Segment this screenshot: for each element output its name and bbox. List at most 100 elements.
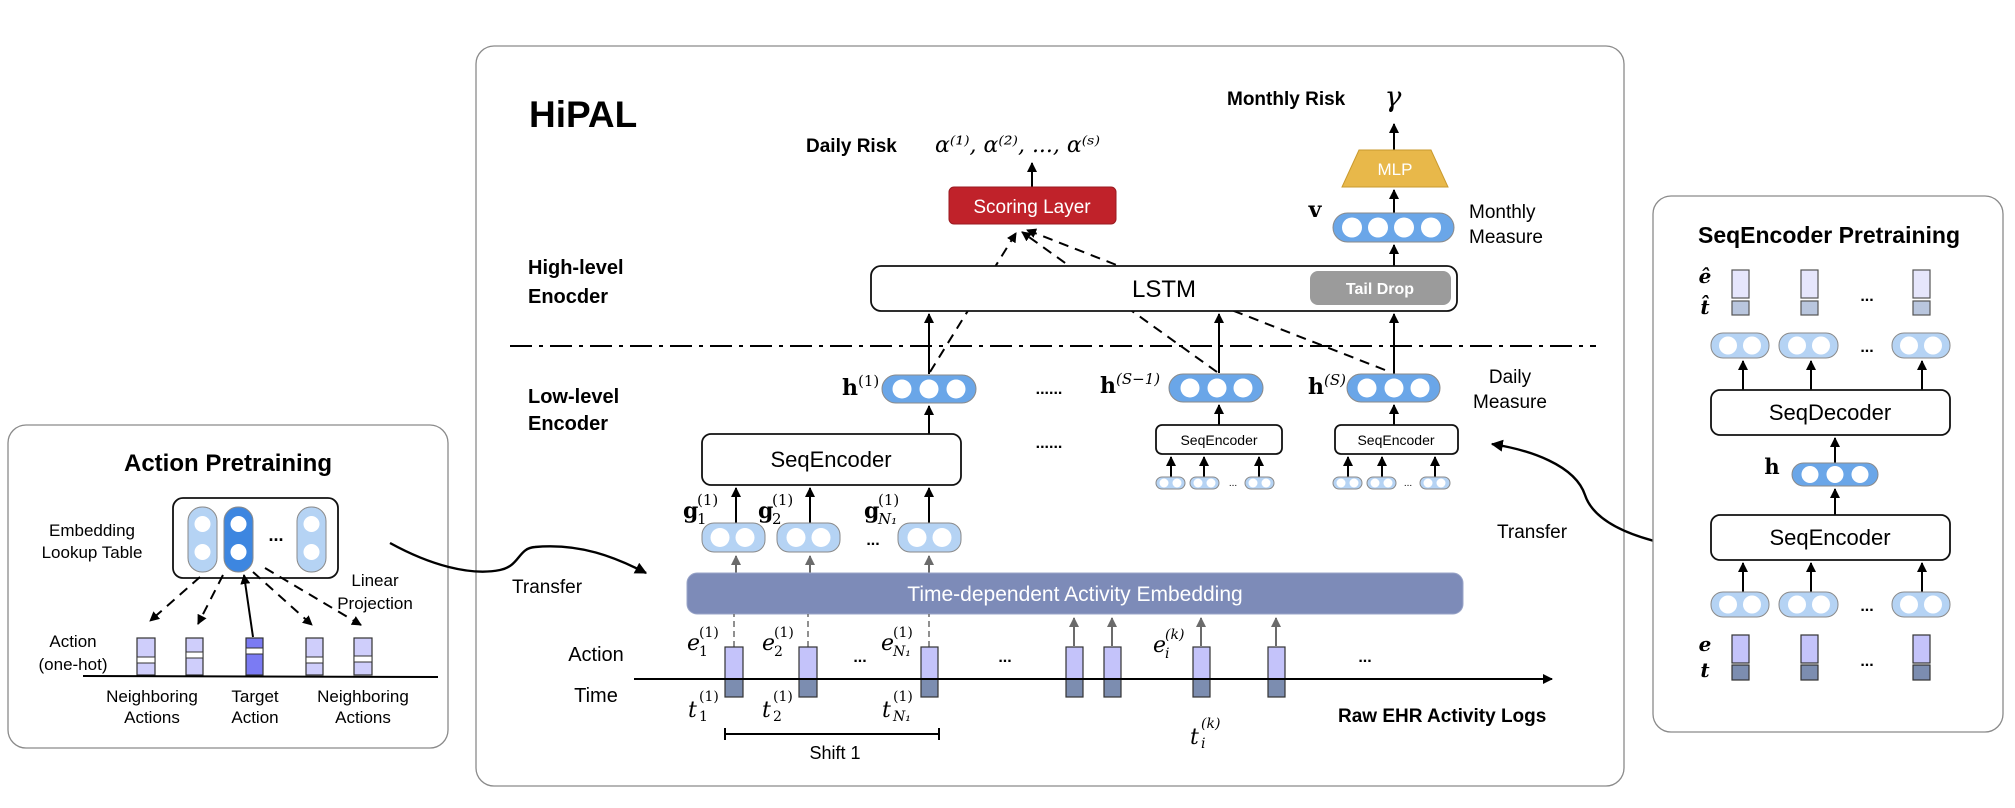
neighboring-actions-left-line2: Actions [124,708,180,727]
projection-arrow [149,576,201,622]
svg-text:i: i [1201,736,1205,752]
attention-line-h1 [929,232,1017,373]
event-bar [1103,646,1122,698]
embedding-column-target [223,506,254,573]
event-bar [724,646,744,698]
svg-text:...: ... [1404,478,1412,489]
event-bar [920,646,939,698]
tN-label: t (1) N₁ [882,689,913,725]
svg-text:t: t [762,698,771,723]
svg-text:(1): (1) [772,491,793,509]
v-label: v [1308,197,1323,223]
daily-risk-alphas: α⁽¹⁾, α⁽²⁾, ..., α⁽ˢ⁾ [935,133,1100,158]
event-ellipsis: ... [853,649,866,666]
embedding-column [187,506,218,573]
e-hat-label: ê [1699,264,1712,288]
daily-risk-label: Daily Risk [806,136,897,157]
seqencoder-pretraining-panel: SeqEncoder Pretraining ê t̂ ... ... SeqD… [1652,195,2004,733]
input-bar [1731,634,1750,681]
scoring-layer-box [948,186,1117,225]
mlp-label: MLP [1378,160,1413,179]
hipal-title: HiPAL [529,94,637,135]
g-ellipsis: ... [866,532,879,549]
monthly-measure-line2: Measure [1469,227,1543,248]
svg-text:N₁: N₁ [892,709,911,725]
g1-vector [701,522,766,553]
shift-label: Shift 1 [809,743,860,763]
neighboring-actions-left-line1: Neighboring [106,687,198,706]
raw-ehr-logs-label: Raw EHR Activity Logs [1338,706,1546,727]
seqencoder-small-label: SeqEncoder [1357,432,1434,448]
t-hat-label: t̂ [1700,293,1710,319]
g1-label: g (1) 1 [683,491,718,528]
input-ellipsis: ... [1860,653,1873,670]
action-baseline [82,675,439,678]
h1-label: h(1) [842,372,879,401]
scoring-layer-label: Scoring Layer [973,197,1091,218]
svg-text:(1): (1) [893,689,913,705]
hs1-label: h(S−1) [1100,370,1160,399]
transfer-arrow-right [1490,439,1688,550]
onehot-neighbor-bar [185,637,204,676]
svg-text:g: g [864,498,879,524]
seqencoder-main-label: SeqEncoder [770,447,891,472]
g2-vector [776,522,841,553]
reconstructed-ellipsis: ... [1860,288,1873,305]
activity-embedding-bar [686,572,1464,615]
tail-drop-box [1310,271,1451,305]
seqencoder-small-box-s [1334,424,1459,455]
transfer-label-left: Transfer [512,577,583,598]
neighboring-actions-right-line2: Actions [335,708,391,727]
latent-h-vector [1791,462,1879,487]
t1-label: t (1) 1 [688,689,719,725]
onehot-neighbor-bar [305,637,324,676]
reconstructed-bar [1800,269,1819,316]
svg-text:(k): (k) [1201,716,1220,732]
seqencoder-small-box-s-minus-1 [1155,424,1283,455]
svg-text:...: ... [1860,339,1873,356]
svg-text:e: e [881,631,894,656]
neighboring-actions-right-line1: Neighboring [317,687,409,706]
embedding-label-line2: Lookup Table [42,543,143,562]
transfer-arrow-left [389,541,648,575]
transfer-label-right: Transfer [1497,522,1568,543]
action-onehot-label-line2: (one-hot) [39,655,108,674]
event-bar [798,646,818,698]
embedding-column [296,506,327,573]
e1-label: e (1) 1 [687,625,719,660]
ellipsis-seqencoder: ...... [1036,435,1063,452]
ti-k-label: t (k) i [1190,716,1220,752]
svg-text:t: t [882,698,891,723]
svg-text:...: ... [1229,478,1237,489]
event-ellipsis: ... [1358,649,1371,666]
lstm-label: LSTM [1132,276,1196,303]
reconstructed-bar [1731,269,1750,316]
daily-measure-line1: Daily [1489,367,1532,388]
tail-drop-label: Tail Drop [1346,281,1414,298]
svg-text:(1): (1) [893,625,913,641]
input-bar [1800,634,1819,681]
seqdecoder-label: SeqDecoder [1769,400,1891,425]
svg-text:(1): (1) [699,625,719,641]
svg-text:e: e [762,631,775,656]
event-ellipsis: ... [998,649,1011,666]
svg-text:2: 2 [772,510,782,528]
seqdecoder-box [1710,389,1951,436]
action-pretraining-panel: Action Pretraining ... Embedding Lookup … [7,424,449,749]
svg-text:2: 2 [773,709,782,725]
embedding-label-line1: Embedding [49,521,135,540]
gN-label: g (1) N₁ [864,491,899,528]
seqencoder-main-box [701,433,962,486]
svg-text:(1): (1) [774,625,794,641]
hipal-panel: HiPAL Daily Risk α⁽¹⁾, α⁽²⁾, ..., α⁽ˢ⁾ S… [475,45,1625,787]
embedding-ellipsis: ... [268,525,283,545]
activity-embedding-label: Time-dependent Activity Embedding [907,583,1242,606]
gN-vector [897,522,962,553]
high-level-label-line2: Enocder [528,286,608,308]
linear-projection-label-line2: Projection [337,594,413,613]
t2-label: t (1) 2 [762,689,793,725]
low-level-label-line2: Encoder [528,413,608,435]
svg-text:e: e [1153,633,1166,658]
monthly-measure-line1: Monthly [1469,202,1536,223]
e-label: e [1699,632,1712,656]
